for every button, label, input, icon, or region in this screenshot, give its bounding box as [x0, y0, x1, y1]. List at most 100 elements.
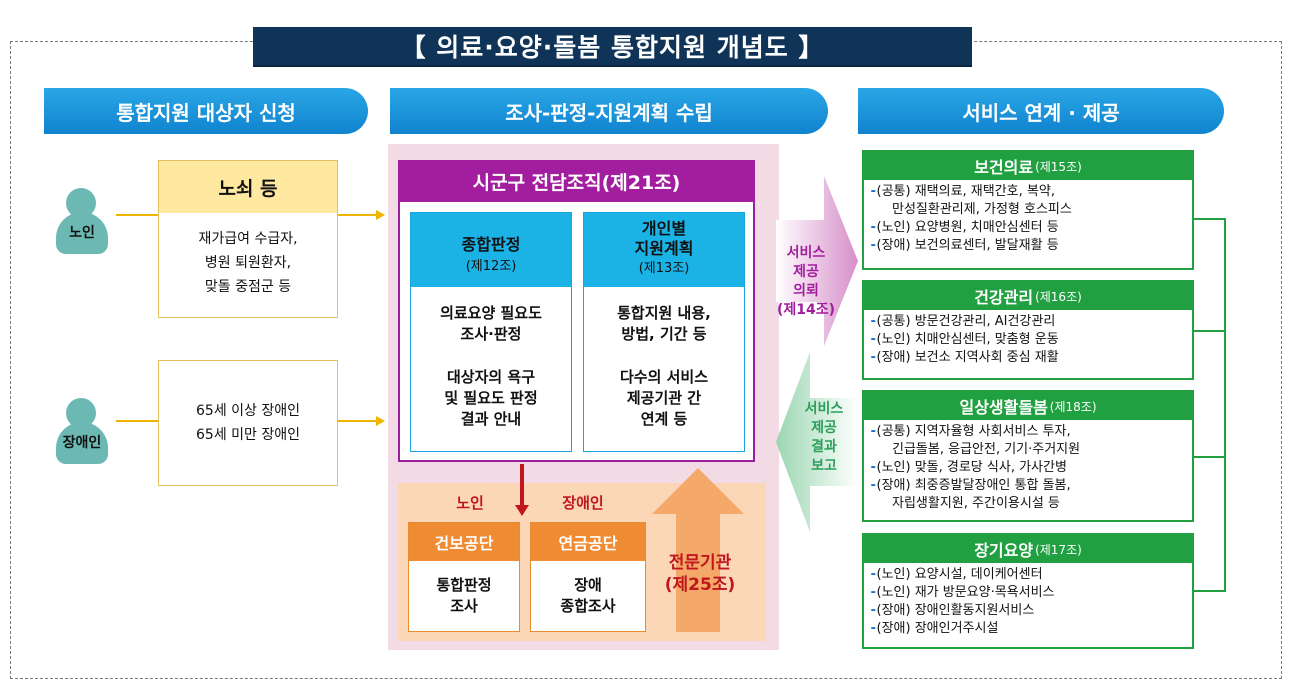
diagram-title: 【 의료·요양·돌봄 통합지원 개념도 】	[253, 27, 972, 67]
nps-box: 연금공단 장애 종합조사	[530, 522, 646, 632]
up-arrow-icon	[652, 468, 744, 632]
elderly-person-icon: 노인	[56, 188, 108, 254]
elderly-label: 노인	[69, 225, 95, 241]
service-item: (노인) 요양시설, 데이케어센터	[876, 567, 1043, 582]
connector-line	[116, 214, 158, 216]
assessment-title: 종합판정	[461, 235, 521, 254]
service-item: 만성질환관리제, 가정형 호스피스	[892, 202, 1072, 217]
report-text: 결과	[811, 439, 837, 455]
report-text: 제공	[811, 420, 837, 436]
service-item: 자립생활지원, 주간이용시설 등	[892, 496, 1060, 511]
plan-text: 다수의 서비스	[619, 368, 709, 386]
disabled-line: 65세 이상 장애인	[196, 403, 300, 419]
applicant-box: 노쇠 등 재가급여 수급자, 병원 퇴원환자, 맞돌 중점군 등	[158, 160, 338, 318]
bullet-icon: ⁃	[870, 220, 877, 235]
nhis-title: 건보공단	[409, 523, 519, 561]
plan-text: 연계 등	[640, 410, 688, 428]
service-item: (장애) 보건의료센터, 발달재활 등	[876, 238, 1059, 253]
nhis-box: 건보공단 통합판정 조사	[408, 522, 520, 632]
local-org-title: 시군구 전담조직(제21조)	[398, 160, 755, 202]
plan-article: (제13조)	[638, 261, 690, 276]
bullet-icon: ⁃	[870, 567, 877, 582]
bullet-icon: ⁃	[870, 424, 877, 439]
nhis-text: 조사	[450, 597, 478, 615]
assessment-article: (제12조)	[465, 259, 517, 274]
request-text: 서비스	[786, 245, 826, 261]
nps-title: 연금공단	[531, 523, 645, 561]
service-title: 일상생활돌봄	[959, 398, 1048, 417]
service-box-long-term-care: 장기요양(제17조) ⁃(노인) 요양시설, 데이케어센터 ⁃(노인) 재가 방…	[862, 533, 1194, 649]
bullet-icon: ⁃	[870, 603, 877, 618]
request-text: 제공	[793, 264, 819, 280]
nps-text: 종합조사	[560, 597, 616, 615]
header-services: 서비스 연계 · 제공	[858, 88, 1224, 134]
service-title: 장기요양	[974, 541, 1034, 560]
arrow-right-icon	[376, 210, 385, 220]
request-text: 의뢰	[793, 283, 819, 299]
assessment-text: 대상자의 욕구	[446, 368, 536, 386]
bracket-line	[1194, 456, 1226, 458]
bullet-icon: ⁃	[870, 238, 877, 253]
service-request-label: 서비스 제공 의뢰 (제14조)	[770, 244, 842, 320]
plan-text: 방법, 기간 등	[621, 325, 707, 343]
bracket-line	[1194, 218, 1226, 220]
bullet-icon: ⁃	[870, 460, 877, 475]
applicant-box-title: 노쇠 등	[159, 161, 337, 213]
bullet-icon: ⁃	[870, 478, 877, 493]
service-item: (노인) 재가 방문요양·목욕서비스	[876, 585, 1055, 600]
assessment-text: 및 필요도 판정	[444, 389, 538, 407]
assessment-text: 의료요양 필요도	[440, 304, 542, 322]
nhis-text: 통합판정	[436, 576, 492, 594]
down-arrow-head-icon	[515, 505, 529, 516]
bullet-icon: ⁃	[870, 314, 877, 329]
disabled-applicant-box: 65세 이상 장애인 65세 미만 장애인	[158, 360, 338, 486]
bullet-icon: ⁃	[870, 585, 877, 600]
disabled-line: 65세 미만 장애인	[196, 427, 300, 443]
applicant-line: 병원 퇴원환자,	[204, 255, 292, 271]
down-arrow-icon	[520, 464, 524, 508]
service-article: (제17조)	[1035, 542, 1082, 557]
expert-org-label: 전문기관 (제25조)	[650, 552, 750, 596]
service-item: (노인) 치매안심센터, 맞춤형 운동	[876, 332, 1059, 347]
elderly-route-label: 노인	[456, 494, 484, 512]
disabled-person-icon: 장애인	[56, 398, 108, 464]
service-request-arrow-icon	[776, 176, 858, 346]
service-item: (장애) 최중증발달장애인 통합 돌봄,	[876, 478, 1071, 493]
service-box-health-management: 건강관리(제16조) ⁃(공통) 방문건강관리, AI건강관리 ⁃(노인) 치매…	[862, 280, 1194, 380]
service-title: 보건의료	[974, 158, 1034, 177]
bracket-line	[1194, 590, 1226, 592]
header-assessment: 조사-판정-지원계획 수립	[390, 88, 828, 134]
plan-box: 개인별 지원계획 (제13조) 통합지원 내용, 방법, 기간 등 다수의 서비…	[583, 212, 745, 452]
disabled-label: 장애인	[62, 435, 102, 451]
service-item: (장애) 장애인거주시설	[876, 621, 999, 636]
service-item: (공통) 방문건강관리, AI건강관리	[876, 314, 1056, 329]
service-article: (제18조)	[1049, 399, 1097, 414]
applicant-line: 재가급여 수급자,	[198, 231, 298, 247]
assessment-text: 조사·판정	[460, 325, 522, 343]
applicant-line: 맞돌 중점군 등	[204, 279, 292, 295]
service-box-healthcare: 보건의료(제15조) ⁃(공통) 재택의료, 재택간호, 복약, 만성질환관리제…	[862, 150, 1194, 270]
bullet-icon: ⁃	[870, 350, 877, 365]
service-article: (제15조)	[1035, 159, 1082, 174]
service-item: 긴급돌봄, 응급안전, 기기·주거지원	[892, 442, 1081, 457]
service-report-arrow-icon	[776, 352, 858, 532]
service-item: (장애) 장애인활동지원서비스	[876, 603, 1035, 618]
report-text: 보고	[811, 458, 837, 474]
assessment-text: 결과 안내	[460, 410, 522, 428]
bullet-icon: ⁃	[870, 621, 877, 636]
bullet-icon: ⁃	[870, 332, 877, 347]
service-item: (노인) 맞돌, 경로당 식사, 가사간병	[876, 460, 1067, 475]
plan-title: 개인별	[641, 219, 687, 238]
service-item: (장애) 보건소 지역사회 중심 재활	[876, 350, 1059, 365]
report-text: 서비스	[804, 401, 844, 417]
nps-text: 장애	[574, 576, 602, 594]
expert-text: (제25조)	[664, 575, 736, 595]
plan-text: 통합지원 내용,	[617, 304, 711, 322]
plan-text: 제공기관 간	[626, 389, 702, 407]
disabled-route-label: 장애인	[562, 494, 604, 512]
service-article: (제16조)	[1035, 289, 1082, 304]
service-report-label: 서비스 제공 결과 보고	[788, 400, 860, 476]
service-item: (공통) 재택의료, 재택간호, 복약,	[876, 184, 1055, 199]
bullet-icon: ⁃	[870, 184, 877, 199]
request-text: (제14조)	[776, 302, 836, 318]
